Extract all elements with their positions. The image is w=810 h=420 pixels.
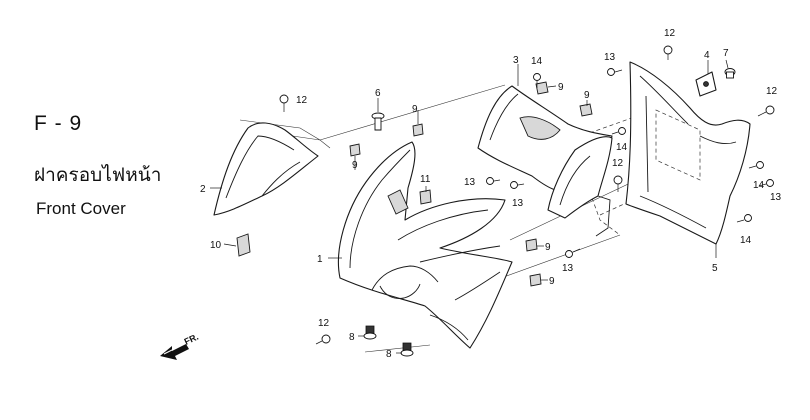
callout-11: 11 xyxy=(420,174,431,185)
part-11-nut-clip[interactable] xyxy=(419,189,432,205)
callout-3: 3 xyxy=(513,55,519,66)
callout-13c: 13 xyxy=(512,198,524,209)
callout-12d: 12 xyxy=(612,158,624,169)
callout-9b: 9 xyxy=(352,160,358,171)
callout-12e: 12 xyxy=(318,318,330,329)
callout-9d: 9 xyxy=(584,90,590,101)
callout-9a: 9 xyxy=(412,104,418,115)
front-label: FR. xyxy=(183,332,200,347)
callout-10: 10 xyxy=(210,240,222,251)
callout-14c: 14 xyxy=(753,180,765,191)
callout-14a: 14 xyxy=(531,56,543,67)
callout-leader-lines xyxy=(210,59,729,354)
callout-9e: 9 xyxy=(545,242,551,253)
part-13-screws[interactable] xyxy=(486,68,774,258)
callout-12a: 12 xyxy=(296,95,308,106)
part-10-clip[interactable] xyxy=(236,233,251,257)
callout-12b: 12 xyxy=(664,28,676,39)
front-direction-indicator: FR. xyxy=(160,332,200,360)
callout-8b: 8 xyxy=(386,349,392,360)
part-3-inner-cover[interactable] xyxy=(477,85,613,237)
part-7-grommet[interactable] xyxy=(724,68,736,79)
part-9-clips[interactable] xyxy=(349,81,593,287)
callout-14b: 14 xyxy=(616,142,628,153)
callout-2: 2 xyxy=(200,184,206,195)
callout-13d: 13 xyxy=(562,263,574,274)
part-1-main-front-cover[interactable] xyxy=(337,141,513,349)
part-4-clip-bracket[interactable] xyxy=(695,71,717,97)
callout-4: 4 xyxy=(704,50,710,61)
callout-labels: 1 2 3 4 5 6 7 8 8 9 9 9 9 9 9 10 11 12 1… xyxy=(200,28,782,360)
part-12-bolts[interactable] xyxy=(279,45,775,345)
part-6-rivet[interactable] xyxy=(371,112,385,131)
part-8-screws[interactable] xyxy=(363,325,414,357)
part-14-screws[interactable] xyxy=(533,73,764,223)
title-thai: ฝาครอบไฟหน้า xyxy=(34,164,162,186)
callout-13a: 13 xyxy=(604,52,616,63)
title-english: Front Cover xyxy=(36,199,126,218)
callout-14d: 14 xyxy=(740,235,752,246)
callout-12c: 12 xyxy=(766,86,778,97)
callout-9f: 9 xyxy=(549,276,555,287)
callout-1: 1 xyxy=(317,254,323,265)
section-code: F - 9 xyxy=(34,112,83,135)
part-2-upper-cover[interactable] xyxy=(213,122,319,216)
callout-13b: 13 xyxy=(464,177,476,188)
callout-7: 7 xyxy=(723,48,729,59)
front-arrow-icon xyxy=(160,344,189,360)
callout-13e: 13 xyxy=(770,192,782,203)
callout-5: 5 xyxy=(712,263,718,274)
callout-6: 6 xyxy=(375,88,381,99)
callout-8a: 8 xyxy=(349,332,355,343)
part-5-inner-panel[interactable] xyxy=(625,61,751,245)
callout-9c: 9 xyxy=(558,82,564,93)
